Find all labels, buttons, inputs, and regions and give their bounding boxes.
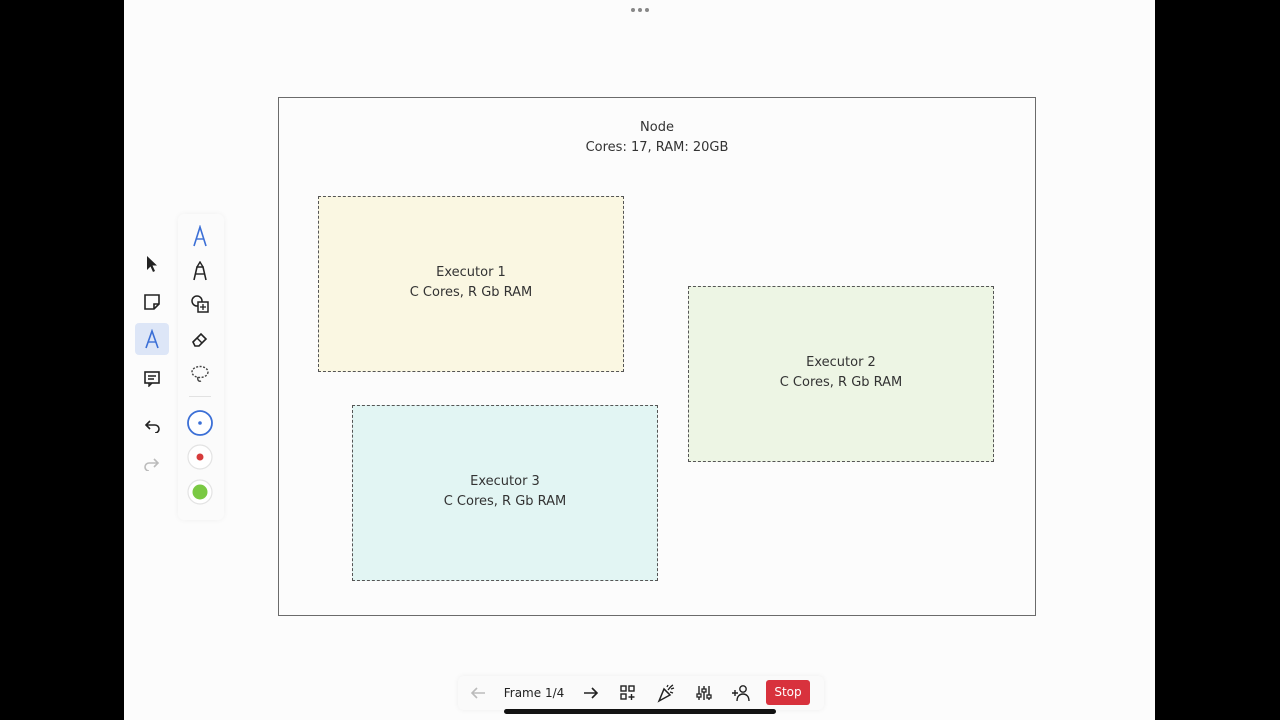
- sticky-note-icon: [144, 294, 160, 310]
- executor-3-box[interactable]: Executor 3 C Cores, R Gb RAM: [352, 405, 658, 581]
- pointer-icon: [147, 256, 157, 272]
- color-red-swatch-icon: [187, 444, 213, 470]
- lasso-button[interactable]: [183, 358, 217, 390]
- color-blue-swatch-icon: [187, 410, 213, 436]
- more-options-icon[interactable]: [628, 4, 652, 16]
- executor-1-subtitle: C Cores, R Gb RAM: [409, 285, 533, 300]
- arrow-left-icon: [470, 687, 485, 699]
- pen-tool-button[interactable]: [135, 323, 169, 355]
- select-tool-button[interactable]: [135, 248, 169, 280]
- executor-3-title: Executor 3: [470, 474, 540, 489]
- frames-button[interactable]: [616, 681, 640, 705]
- color-blue-button[interactable]: [183, 407, 217, 439]
- executor-2-box[interactable]: Executor 2 C Cores, R Gb RAM: [688, 286, 994, 462]
- comment-button[interactable]: [135, 362, 169, 394]
- executor-1-label: Executor 1 C Cores, R Gb RAM: [319, 263, 623, 303]
- pen-blue-icon: [193, 225, 207, 247]
- eraser-button[interactable]: [183, 323, 217, 355]
- marker-icon: [193, 261, 207, 281]
- party-popper-icon: [657, 684, 675, 703]
- executor-2-title: Executor 2: [806, 355, 876, 370]
- executor-1-title: Executor 1: [436, 265, 506, 280]
- undo-icon: [144, 420, 160, 433]
- executor-2-subtitle: C Cores, R Gb RAM: [779, 375, 903, 390]
- add-person-icon: [732, 685, 750, 702]
- frame-counter: Frame 1/4: [503, 686, 565, 700]
- node-subtitle: Cores: 17, RAM: 20GB: [585, 140, 729, 155]
- previous-frame-button[interactable]: [466, 681, 490, 705]
- lasso-icon: [191, 365, 209, 382]
- arrow-right-icon: [584, 687, 599, 699]
- stop-button[interactable]: Stop: [766, 680, 810, 705]
- color-red-button[interactable]: [183, 441, 217, 473]
- toolbar-divider: [189, 396, 211, 397]
- home-indicator: [504, 709, 776, 714]
- shapes-icon: [191, 295, 209, 313]
- settings-button[interactable]: [692, 681, 716, 705]
- color-green-button[interactable]: [183, 476, 217, 508]
- executor-3-subtitle: C Cores, R Gb RAM: [443, 494, 567, 509]
- comment-icon: [144, 371, 160, 387]
- shapes-button[interactable]: [183, 288, 217, 320]
- next-frame-button[interactable]: [579, 681, 603, 705]
- node-title: Node: [640, 120, 674, 135]
- node-frame[interactable]: Node Cores: 17, RAM: 20GB Executor 1 C C…: [278, 97, 1036, 616]
- undo-button[interactable]: [135, 410, 169, 442]
- frames-grid-icon: [620, 685, 635, 700]
- pen-blue-button[interactable]: [183, 220, 217, 252]
- eraser-icon: [192, 332, 208, 347]
- executor-1-box[interactable]: Executor 1 C Cores, R Gb RAM: [318, 196, 624, 372]
- whiteboard-canvas[interactable]: Node Cores: 17, RAM: 20GB Executor 1 C C…: [124, 0, 1155, 720]
- redo-icon: [144, 458, 160, 471]
- color-green-swatch-icon: [187, 479, 213, 505]
- sticky-note-button[interactable]: [135, 286, 169, 318]
- reactions-button[interactable]: [654, 681, 678, 705]
- sliders-icon: [696, 686, 712, 700]
- pen-icon: [145, 329, 159, 349]
- executor-2-label: Executor 2 C Cores, R Gb RAM: [689, 353, 993, 393]
- redo-button[interactable]: [135, 448, 169, 480]
- node-label: Node Cores: 17, RAM: 20GB: [279, 118, 1035, 158]
- presentation-bar: [458, 676, 824, 710]
- add-person-button[interactable]: [729, 681, 753, 705]
- marker-button[interactable]: [183, 255, 217, 287]
- executor-3-label: Executor 3 C Cores, R Gb RAM: [353, 472, 657, 512]
